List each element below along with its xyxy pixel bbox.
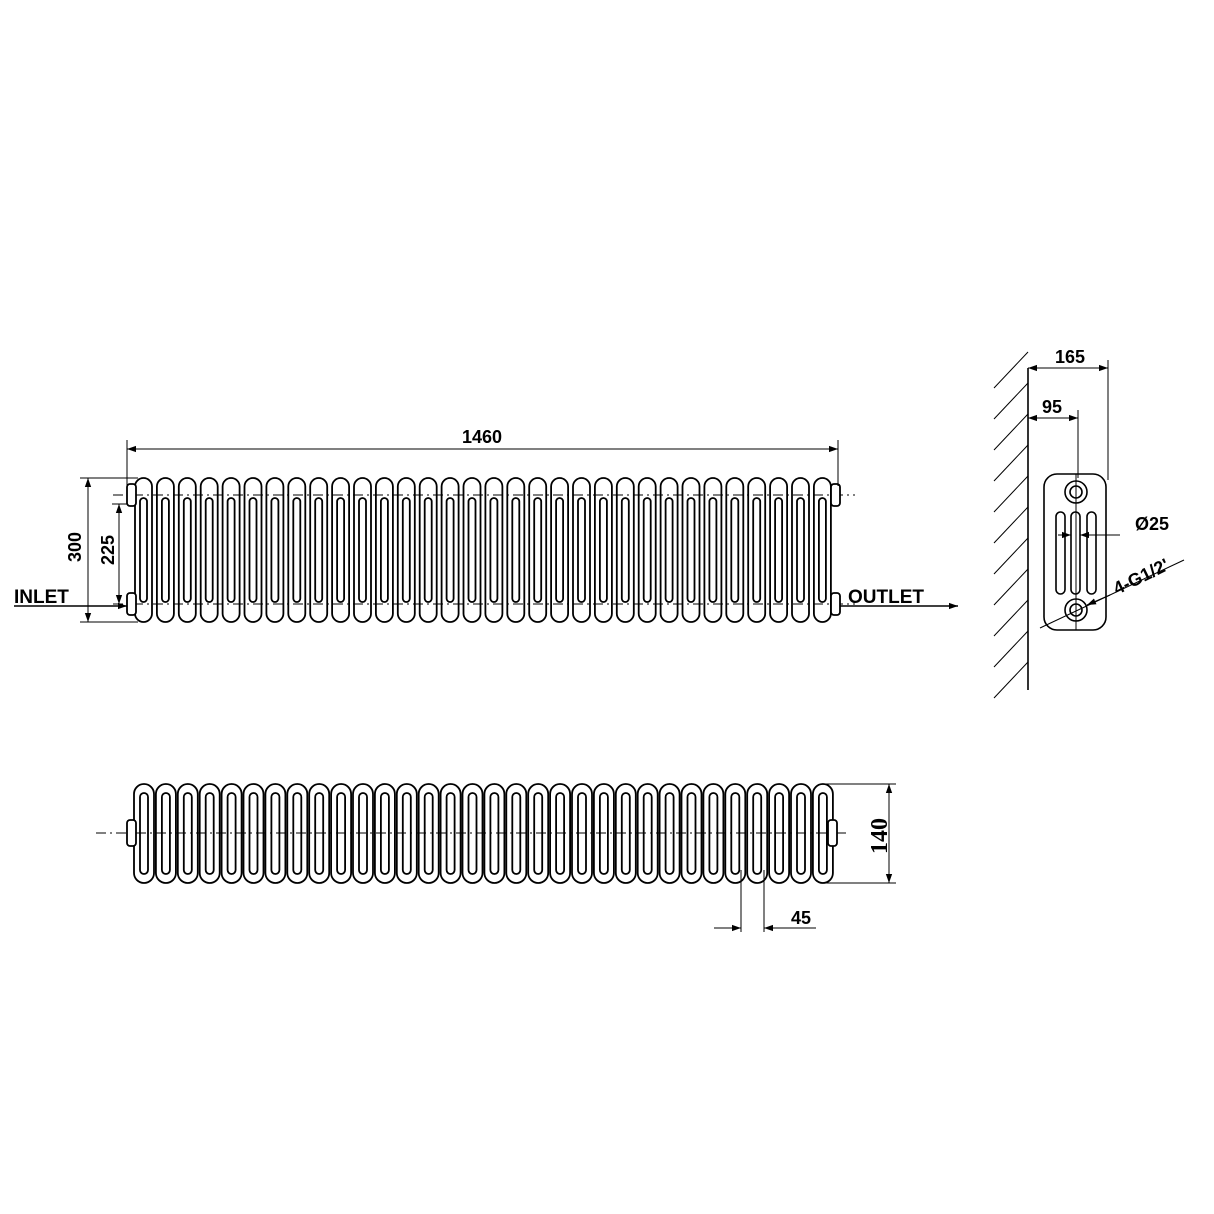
front-column-slot	[270, 497, 280, 603]
outlet-bushing-bottom	[830, 592, 841, 616]
wall-hatch-line	[993, 537, 1029, 575]
front-column-slot	[248, 497, 258, 603]
front-column-slot	[664, 497, 674, 603]
plan-loop-inner	[664, 792, 675, 875]
front-column-slot	[686, 497, 696, 603]
front-column-slot	[336, 497, 346, 603]
connection-leader	[1039, 559, 1185, 629]
plan-view: 140 45	[96, 783, 896, 932]
front-column-slot	[226, 497, 236, 603]
wall-hatch-line	[993, 475, 1029, 513]
front-column-slot	[708, 497, 718, 603]
front-column-slot	[445, 497, 455, 603]
front-column-slot	[511, 497, 521, 603]
front-column-slot	[533, 497, 543, 603]
side-tube-1	[1055, 511, 1066, 595]
dim-95-label: 95	[1042, 397, 1062, 417]
front-columns	[134, 477, 832, 623]
front-column-slot	[730, 497, 740, 603]
front-column-slot	[467, 497, 477, 603]
front-column-slot	[555, 497, 564, 603]
wall-hatch-line	[993, 444, 1029, 482]
side-tube-3	[1086, 511, 1097, 595]
connection-leader-arrow	[1086, 594, 1111, 606]
wall-hatch-line	[993, 351, 1029, 389]
dim-140-label: 140	[867, 818, 893, 854]
inlet-label: INLET	[14, 587, 69, 608]
inlet-bushing-bottom	[126, 592, 137, 616]
front-column-slot	[139, 497, 148, 603]
wall-hatch-line	[993, 661, 1029, 699]
plan-bushing-left	[126, 819, 137, 847]
wall-hatch-line	[993, 506, 1029, 544]
front-column-slot	[292, 497, 302, 603]
plan-bushing-right	[827, 819, 838, 847]
dim-300-label: 300	[65, 532, 85, 562]
front-column-slot	[489, 497, 499, 603]
front-column-slot	[379, 497, 389, 603]
front-column-slot	[642, 497, 652, 603]
front-column-slot	[423, 497, 433, 603]
front-column-slot	[160, 497, 170, 603]
front-column-slot	[774, 497, 783, 603]
outlet-label: OUTLET	[848, 587, 924, 608]
plan-loop-inner	[467, 792, 478, 875]
plan-loop-inner	[204, 792, 215, 875]
wall-hatch-line	[993, 599, 1029, 637]
front-column-slot	[182, 497, 192, 603]
wall-hatch-line	[993, 568, 1029, 606]
front-column-slot	[204, 497, 214, 603]
dim-1460-label: 1460	[462, 427, 502, 447]
front-column-slot	[401, 497, 411, 603]
front-view: 1460 300 225 INLET OUTLET	[14, 427, 958, 623]
side-view: 165 95 Ø25 4-G1/2'	[993, 347, 1185, 699]
side-body	[1043, 473, 1107, 631]
wall-hatch-line	[993, 413, 1029, 451]
front-column-slot	[577, 497, 586, 603]
front-column-slot	[620, 497, 630, 603]
wall-hatch-line	[993, 630, 1029, 668]
front-column-slot	[818, 497, 827, 603]
front-column-slot	[796, 497, 805, 603]
front-column-slot	[358, 497, 367, 603]
dim-225-label: 225	[98, 535, 118, 565]
connection-spec-label: 4-G1/2'	[1110, 555, 1172, 599]
outlet-bushing-top	[830, 483, 841, 507]
front-column-slot	[752, 497, 762, 603]
front-column-slot	[314, 497, 324, 603]
dim-d25-label: Ø25	[1135, 514, 1169, 534]
inlet-bushing-top	[126, 483, 137, 507]
dim-165-label: 165	[1055, 347, 1085, 367]
wall-hatch	[993, 351, 1029, 699]
dim-45-label: 45	[791, 908, 811, 928]
wall-hatch-line	[993, 382, 1029, 420]
front-column-slot	[599, 497, 608, 603]
